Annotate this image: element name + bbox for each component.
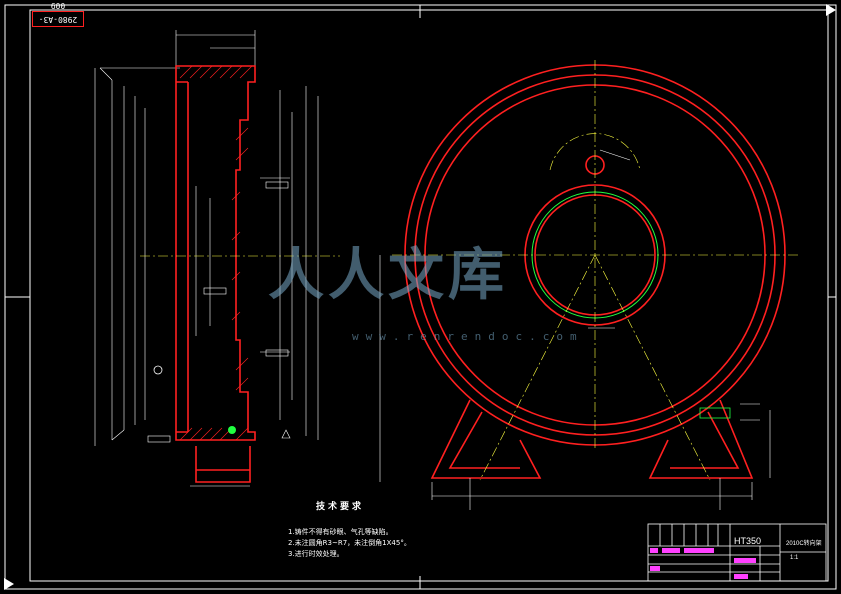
title-block-part-name: 2010C转向架 (786, 541, 822, 547)
title-block-material: HT350 (734, 536, 762, 546)
tech-requirements-title: 技术要求 (316, 502, 365, 512)
tech-requirement-1: 1.铸件不得有砂眼、气孔等缺陷。 (288, 528, 393, 536)
watermark-text: 人人文库 (268, 242, 508, 308)
drawing-number: 2980-A3-009 (32, 1, 84, 27)
watermark-url: www.renrendoc.com (352, 330, 584, 343)
drawing-frame (4, 4, 837, 590)
front-view (379, 60, 800, 510)
tech-requirement-3: 3.进行时效处理。 (288, 550, 344, 558)
section-view (94, 30, 340, 487)
title-block-scale: 1:1 (790, 555, 799, 561)
tech-requirement-2: 2.未注圆角R3~R7，未注倒角1X45°。 (288, 539, 411, 547)
title-block (647, 523, 827, 582)
